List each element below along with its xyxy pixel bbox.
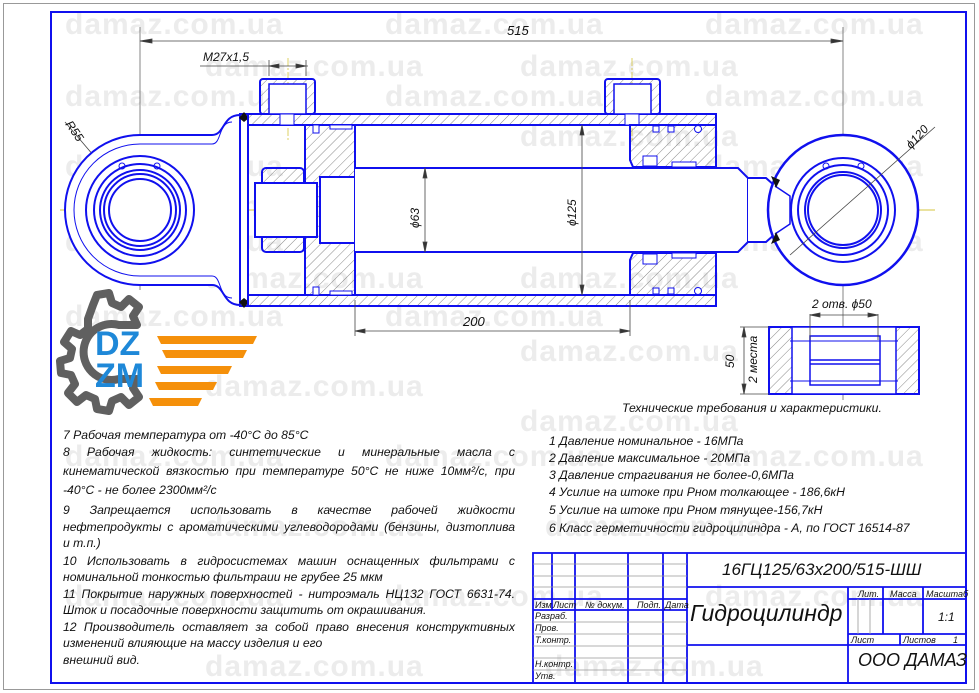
- watermark: damaz.com.ua: [205, 510, 424, 543]
- watermark: damaz.com.ua: [520, 335, 739, 368]
- note-line: номинальной тонкостью фильтраии не грубе…: [63, 570, 383, 584]
- dim-stroke: 200: [463, 314, 485, 329]
- note-line: 9 Запрещается использовать в качестве ра…: [63, 503, 515, 517]
- row-tech-control: Т.контр.: [535, 635, 572, 645]
- dimension-rod-diameter: [422, 167, 428, 253]
- watermark: damaz.com.ua: [545, 510, 764, 543]
- col-header-signature: Подп.: [637, 600, 661, 610]
- right-rod-eye: [748, 133, 920, 287]
- lit-label: Лит.: [858, 589, 880, 599]
- watermark: damaz.com.ua: [705, 580, 924, 613]
- watermark: damaz.com.ua: [65, 440, 284, 473]
- requirement-item: 3 Давление страгивания не более-0,6МПа: [549, 468, 794, 482]
- watermark: damaz.com.ua: [65, 8, 284, 41]
- row-approved: Утв.: [535, 671, 556, 681]
- col-header-date: Дата: [665, 600, 689, 610]
- watermark: damaz.com.ua: [65, 80, 284, 113]
- note-line: изменений влияющие на массу изделия и ег…: [63, 636, 323, 650]
- watermark: damaz.com.ua: [705, 8, 924, 41]
- watermark: damaz.com.ua: [205, 370, 424, 403]
- dim-port-thread: M27x1,5: [203, 50, 250, 64]
- port-right: [604, 78, 661, 126]
- product-name: Гидроцилиндр: [690, 600, 843, 626]
- requirement-item: 6 Класс герметичности гидроцилиндра - А,…: [549, 521, 910, 535]
- watermark: damaz.com.ua: [65, 580, 284, 613]
- requirement-item: 4 Усилие на штоке при Pном толкающее - 1…: [549, 485, 845, 499]
- dimension-stroke: [354, 300, 631, 336]
- col-header-sheet: Лист: [553, 600, 577, 610]
- note-line: 7 Рабочая температура от -40°С до 85°С: [63, 428, 309, 442]
- note-line: и т.п.): [63, 536, 101, 550]
- port-left: [259, 78, 316, 126]
- bearing-section: [768, 326, 920, 395]
- cylinder-head: [239, 113, 249, 307]
- dimension-bore-diameter: [579, 124, 585, 296]
- damaz-logo: DZ ZM: [56, 289, 257, 415]
- col-header-doc-number: № докум.: [585, 600, 625, 610]
- logo-line1: DZ: [95, 325, 140, 363]
- piston: [254, 124, 356, 296]
- watermark: damaz.com.ua: [545, 650, 764, 683]
- note-line: 11 Покрытие наружных поверхностей - нитр…: [63, 587, 515, 601]
- tube-wall-top: [247, 113, 717, 126]
- mass-label: Масса: [890, 589, 917, 599]
- dimension-515: [139, 38, 844, 44]
- sheets-value: 1: [953, 635, 959, 645]
- watermark: damaz.com.ua: [705, 80, 924, 113]
- sheet-label: Лист: [851, 635, 875, 645]
- row-checked: Пров.: [535, 623, 559, 633]
- row-norm-control: Н.контр.: [535, 659, 574, 669]
- requirement-item: 1 Давление номинальное - 16МПа: [549, 434, 744, 448]
- watermark: damaz.com.ua: [385, 80, 604, 113]
- drawing-designation: 16ГЦ125/63х200/515-ШШ: [722, 560, 922, 579]
- dimension-bearing-width: [740, 326, 769, 395]
- dim-places: 2 места: [746, 335, 760, 383]
- watermark: damaz.com.ua: [205, 650, 424, 683]
- drawing-frame: [50, 11, 967, 684]
- note-line: 10 Использовать в гидросистемах машин ос…: [63, 554, 515, 568]
- sheet-outer-frame: [3, 3, 975, 690]
- watermark: damaz.com.ua: [385, 440, 604, 473]
- requirements-title: Технические требования и характеристики.: [622, 401, 882, 415]
- left-rod-eye: [64, 113, 241, 307]
- dim-bore-diameter: ϕ125: [565, 199, 579, 226]
- watermark: damaz.com.ua: [520, 405, 739, 438]
- requirement-item: 5 Усилие на штоке при Pном тянущее-156,7…: [549, 503, 823, 517]
- sheets-label: Листов: [903, 635, 936, 645]
- note-line: Шток и посадочные поверхности защитить о…: [63, 603, 427, 617]
- watermark: damaz.com.ua: [385, 8, 604, 41]
- dimension-holes: [809, 312, 879, 340]
- requirement-item: 2 Давление максимальное - 20МПа: [549, 451, 751, 465]
- title-block-grid: [532, 552, 967, 684]
- note-line: нефтепродукты с ароматическими углеводор…: [63, 520, 515, 534]
- scale-label: Масштаб: [926, 589, 969, 599]
- tube-wall-bottom: [247, 294, 717, 307]
- note-line: кинематической вязкостью при температуре…: [63, 464, 515, 478]
- watermark: damaz.com.ua: [520, 50, 739, 83]
- dimension-port-thread: [200, 60, 308, 76]
- dim-rod-diameter: ϕ63: [408, 207, 422, 228]
- note-line: 8 Рабочая жидкость: синтетические и мине…: [63, 445, 515, 459]
- row-developed: Разраб.: [535, 611, 568, 621]
- watermark: damaz.com.ua: [385, 580, 604, 613]
- watermark: damaz.com.ua: [705, 440, 924, 473]
- title-block-thin-lines: [533, 563, 871, 671]
- gland: [629, 124, 717, 296]
- dim-overall-length: 515: [507, 23, 529, 38]
- note-line: 12 Производитель оставляет за собой прав…: [63, 620, 515, 634]
- note-line: -40°С - не более 2300мм²/с: [63, 483, 217, 497]
- col-header-change: Изм: [535, 600, 552, 610]
- dim-holes: 2 отв. ϕ50: [812, 297, 872, 311]
- note-line: внешний вид.: [63, 653, 140, 667]
- scale-value: 1:1: [938, 610, 955, 624]
- company-name: ООО ДАМАЗ: [858, 650, 967, 670]
- dim-bearing-width: 50: [723, 354, 737, 368]
- watermark: damaz.com.ua: [205, 50, 424, 83]
- logo-line2: ZM: [95, 357, 144, 395]
